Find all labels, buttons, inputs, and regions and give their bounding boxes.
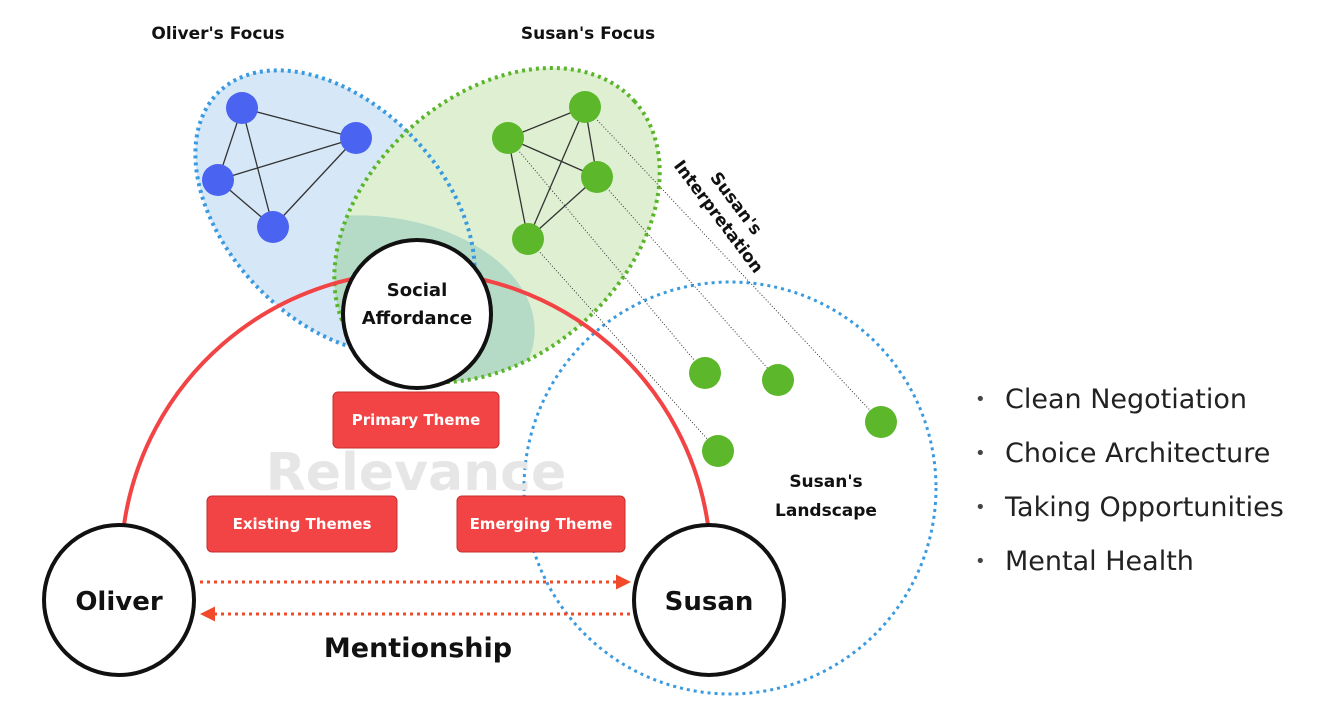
social-affordance-label-line1: Social — [387, 280, 448, 301]
bullet-list: Clean Negotiation Choice Architecture Ta… — [975, 379, 1284, 595]
relevance-watermark: Relevance — [266, 443, 567, 503]
bullet-item: Mental Health — [975, 541, 1284, 595]
susan-node — [492, 122, 524, 154]
oliver-node — [226, 92, 258, 124]
interpretation-lines — [507, 106, 882, 452]
landscape-node — [702, 435, 734, 467]
susan-network-nodes — [492, 91, 613, 255]
mentionship-label: Mentionship — [324, 633, 512, 664]
primary-theme-label: Primary Theme — [352, 411, 481, 429]
susan-node — [581, 161, 613, 193]
oliver-node — [202, 164, 234, 196]
existing-themes-label: Existing Themes — [233, 515, 372, 533]
susan-node — [569, 91, 601, 123]
emerging-theme-label: Emerging Theme — [470, 515, 613, 533]
oliver-node — [340, 122, 372, 154]
primary-theme-box — [332, 391, 500, 449]
bullet-item: Clean Negotiation — [975, 379, 1284, 433]
susan-node — [512, 223, 544, 255]
oliver-label: Oliver — [75, 587, 163, 617]
landscape-node — [689, 357, 721, 389]
social-affordance-circle — [341, 238, 493, 390]
landscape-node — [865, 406, 897, 438]
susan-landscape-circle — [522, 280, 938, 696]
emerging-theme-box — [456, 495, 626, 553]
landscape-node — [762, 364, 794, 396]
social-affordance-label-line2: Affordance — [362, 308, 472, 329]
bullet-item: Choice Architecture — [975, 433, 1284, 487]
landscape-nodes — [689, 357, 897, 467]
existing-themes-box — [206, 495, 398, 553]
oliver-focus-title: Oliver's Focus — [151, 24, 284, 44]
oliver-network-nodes — [202, 92, 372, 243]
susan-landscape-label-line1: Susan's — [789, 472, 862, 492]
susan-label: Susan — [665, 587, 754, 617]
susan-landscape-label-line2: Landscape — [775, 501, 877, 521]
susan-interpretation-label: Susan's Interpretation — [669, 157, 767, 278]
oliver-circle — [42, 523, 196, 677]
susan-focus-title: Susan's Focus — [521, 24, 655, 44]
oliver-node — [257, 211, 289, 243]
bullet-item: Taking Opportunities — [975, 487, 1284, 541]
susan-circle — [632, 523, 786, 677]
